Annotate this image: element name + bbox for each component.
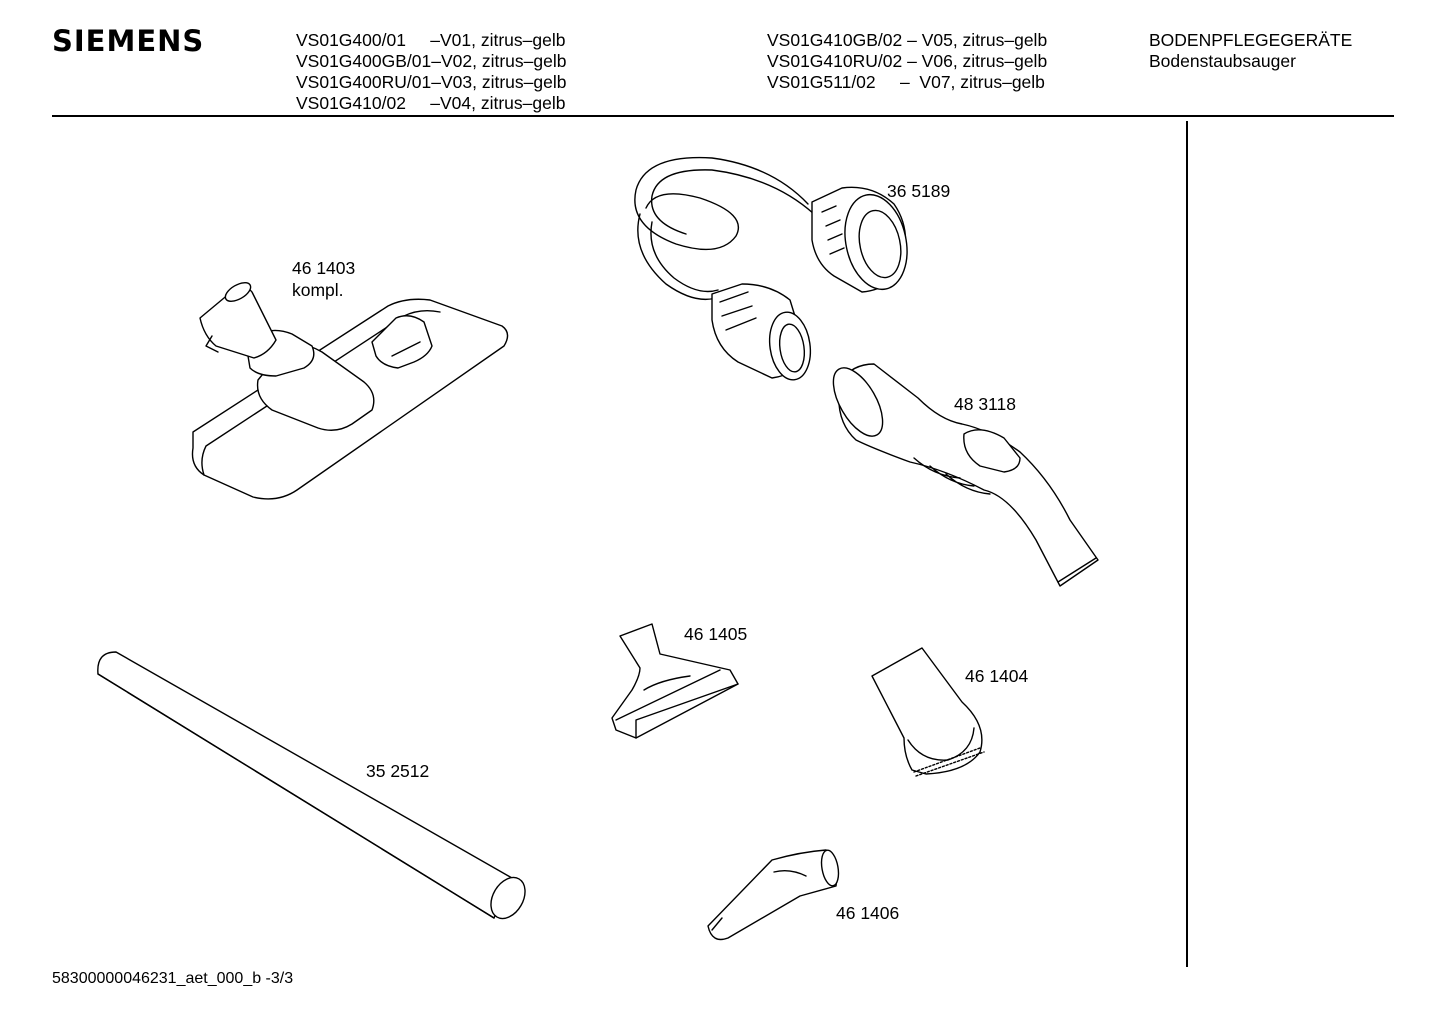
part-number-tube: 35 2512 <box>366 761 430 781</box>
part-number-hose: 36 5189 <box>887 181 951 201</box>
part-note-floor-nozzle: kompl. <box>292 280 344 300</box>
brush-nozzle-illustration <box>871 647 985 777</box>
part-number-upholstery-nozzle: 46 1405 <box>684 624 748 644</box>
crevice-tool-illustration <box>707 849 840 941</box>
document-id: 58300000046231_aet_000_b -3/3 <box>52 970 294 987</box>
header-divider <box>52 115 1394 117</box>
part-number-crevice-tool: 46 1406 <box>836 903 900 923</box>
part-number-floor-nozzle: 46 1403 <box>292 258 356 278</box>
model-line: VS01G400GB/01–V02, zitrus–gelb <box>296 51 567 71</box>
part-number-brush-nozzle: 46 1404 <box>965 666 1029 686</box>
hose-coupling-illustration <box>811 186 908 293</box>
model-line: VS01G400RU/01–V03, zitrus–gelb <box>296 72 567 92</box>
part-number-handle: 48 3118 <box>954 394 1016 414</box>
hose-end-illustration <box>711 283 812 381</box>
model-list-middle: VS01G410GB/02 – V05, zitrus–gelb VS01G41… <box>767 30 1047 93</box>
tube-illustration <box>97 651 526 920</box>
model-line: VS01G410/02 –V04, zitrus–gelb <box>296 93 566 113</box>
category-title: BODENPFLEGEGERÄTE <box>1149 30 1353 50</box>
handle-illustration <box>832 363 1099 587</box>
model-list-left: VS01G400/01 –V01, zitrus–gelb VS01G400GB… <box>296 30 566 114</box>
hose-illustration <box>634 156 815 301</box>
vertical-divider <box>1186 121 1188 967</box>
upholstery-nozzle-illustration <box>611 623 739 739</box>
floor-nozzle-illustration <box>191 282 509 500</box>
category-subtitle: Bodenstaubsauger <box>1149 51 1296 71</box>
siemens-logo: SIEMENS <box>52 24 205 58</box>
model-line: VS01G511/02 – V07, zitrus–gelb <box>767 72 1045 92</box>
model-line: VS01G400/01 –V01, zitrus–gelb <box>296 30 566 50</box>
category-block: BODENPFLEGEGERÄTE Bodenstaubsauger <box>1149 30 1352 72</box>
model-line: VS01G410RU/02 – V06, zitrus–gelb <box>767 51 1048 71</box>
model-line: VS01G410GB/02 – V05, zitrus–gelb <box>767 30 1048 50</box>
